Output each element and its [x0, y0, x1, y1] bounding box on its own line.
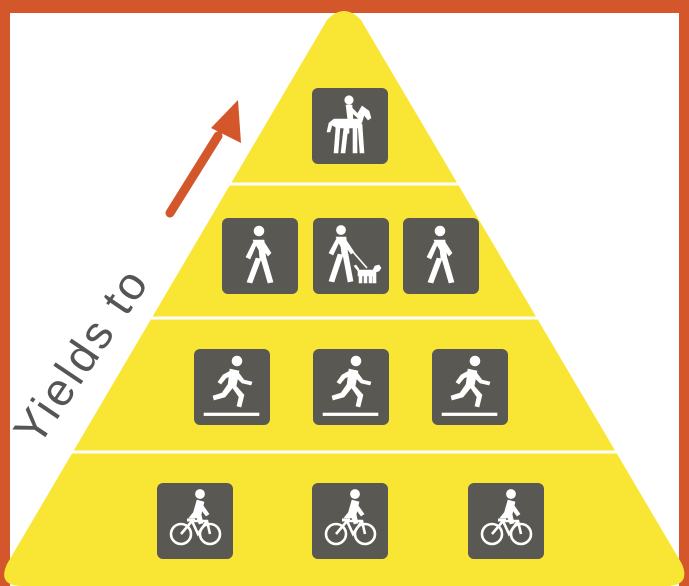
cyclist-icon: [157, 483, 233, 559]
tier-pedestrians: [222, 218, 479, 294]
priority-pyramid: [4, 11, 685, 586]
runner-icon: [194, 349, 270, 425]
runner-icon: [432, 349, 508, 425]
tier-cyclists: [157, 483, 544, 559]
tier-dividers: [71, 182, 622, 454]
hiker-icon: [403, 218, 479, 294]
hiker-icon: [222, 218, 298, 294]
cyclist-icon: [312, 483, 388, 559]
tier-runners: [194, 349, 508, 425]
dog-walker-icon: [313, 218, 389, 294]
tier-icons: [157, 88, 544, 559]
tier-horseback-riders: [312, 88, 388, 164]
cyclist-icon: [468, 483, 544, 559]
horse-rider-icon: [312, 88, 388, 164]
runner-icon: [313, 349, 389, 425]
yields-to-arrow: [165, 100, 241, 218]
